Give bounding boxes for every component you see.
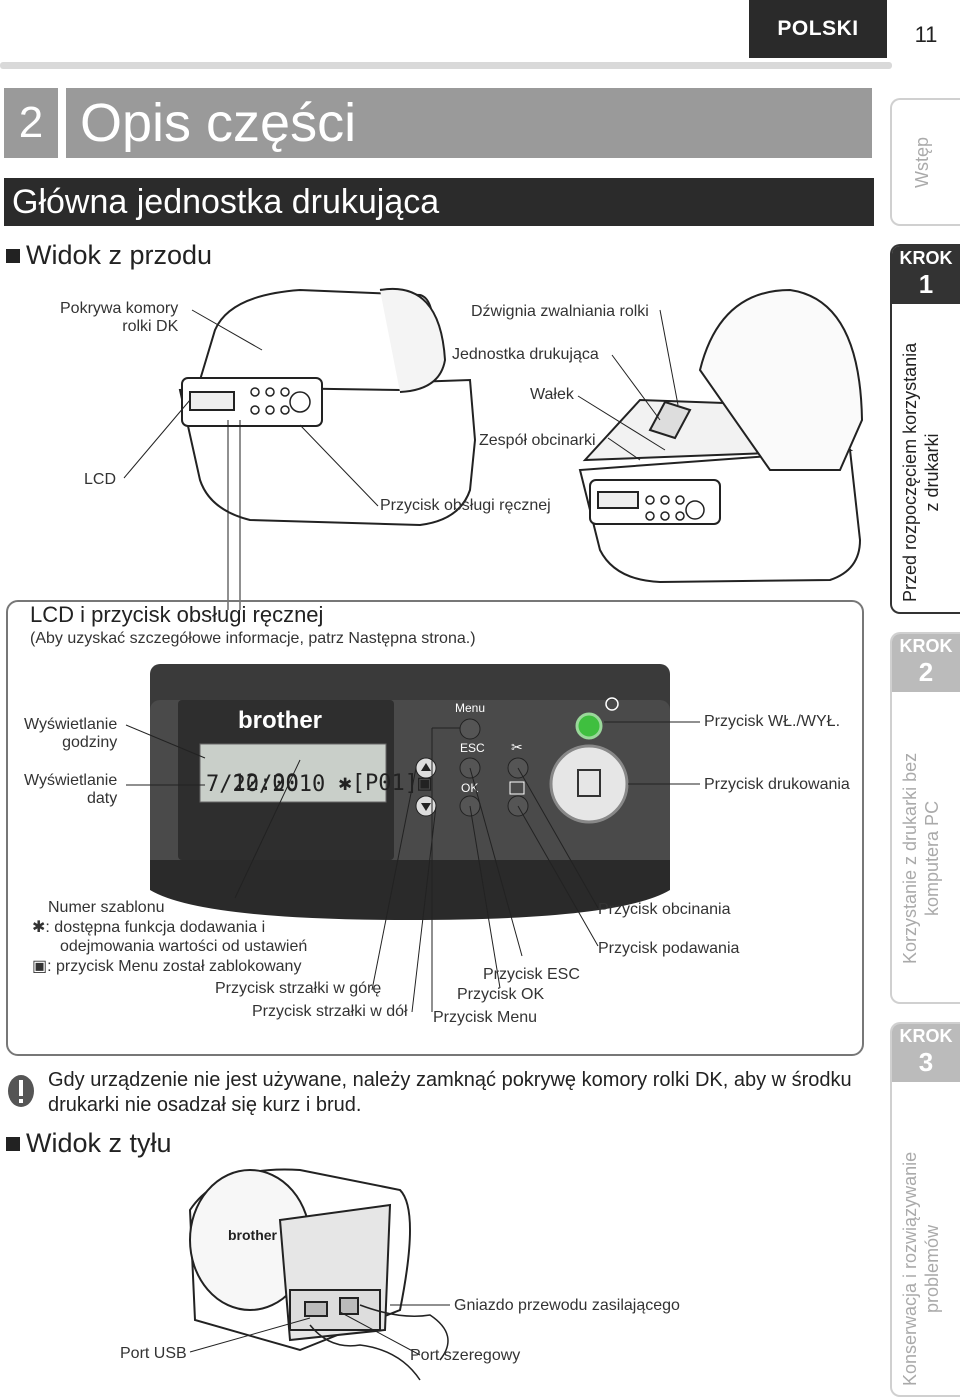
label-serial-port: Port szeregowy: [410, 1347, 521, 1364]
bullet-square-icon: [6, 1136, 20, 1151]
padlock-icon: ▣: [32, 958, 48, 975]
section-number: 2: [4, 88, 58, 158]
warning-icon: [8, 1075, 34, 1107]
lcd-line-date: 7/20/2010: [206, 772, 326, 797]
label-print-unit: Jednostka drukująca: [452, 346, 599, 363]
label-template-star-2: odejmowania wartości od ustawień: [60, 938, 308, 955]
page-number: 11: [914, 22, 938, 47]
label-up-button: Przycisk strzałki w górę: [215, 980, 382, 997]
sidebar-step-1[interactable]: KROK 1 Przed rozpoczęciem korzystania z …: [890, 244, 960, 614]
label-roller: Wałek: [530, 386, 574, 403]
language-tab: POLSKI: [749, 0, 887, 58]
dust-note: Gdy urządzenie nie jest używane, należy …: [48, 1069, 852, 1116]
label-ok-button: Przycisk OK: [457, 986, 545, 1003]
label-template-star: ✱: dostępna funkcja dodawania i: [32, 919, 266, 936]
control-panel-illustration: brother Menu ESC OK ✂: [125, 664, 700, 1013]
sidebar-step-2[interactable]: KROK 2 Korzystanie z drukarki bez komput…: [890, 632, 960, 1004]
rear-brand-text: brother: [228, 1227, 278, 1243]
label-esc-button: Przycisk ESC: [483, 966, 580, 983]
step-3-label: Konserwacja i rozwiązywanie problemów: [900, 1151, 942, 1386]
callout-subtitle: (Aby uzyskać szczegółowe informacje, pat…: [30, 630, 476, 647]
label-power-button: Przycisk WŁ./WYŁ.: [704, 713, 841, 730]
sidebar-intro-label: Wstęp: [912, 136, 932, 188]
asterisk-icon: ✱: [32, 919, 46, 936]
ok-key-label: OK: [461, 781, 478, 795]
label-time-display: Wyświetlanie godziny: [24, 716, 118, 752]
callout-title: LCD i przycisk obsługi ręcznej: [30, 602, 324, 627]
label-down-button: Przycisk strzałki w dół: [252, 1003, 408, 1020]
feed-icon: [509, 781, 525, 795]
label-template-lock: ▣: przycisk Menu został zablokowany: [32, 958, 302, 975]
label-cutter-unit: Zespół obcinarki: [479, 432, 596, 449]
lcd-callout-box: [6, 600, 864, 1056]
label-template-number: Numer szablonu: [48, 899, 165, 916]
rear-view-heading: Widok z tyłu: [6, 1128, 172, 1159]
front-view-illustration: [123, 287, 864, 610]
label-menu-button: Przycisk Menu: [433, 1009, 538, 1026]
label-power-socket: Gniazdo przewodu zasilającego: [454, 1297, 680, 1314]
label-print-button: Przycisk drukowania: [704, 776, 850, 793]
step-3-badge: KROK 3: [892, 1024, 960, 1082]
menu-key-label: Menu: [455, 701, 485, 715]
print-icon: [577, 769, 601, 797]
step-1-label: Przed rozpoczęciem korzystania z drukark…: [900, 342, 942, 602]
label-manual-button: Przycisk obsługi ręcznej: [380, 497, 551, 514]
lock-icon: ▣: [417, 771, 432, 796]
lcd-line-time: 12:00 ✱[P01]▣: [232, 771, 432, 796]
sidebar-step-3[interactable]: KROK 3 Konserwacja i rozwiązywanie probl…: [890, 1022, 960, 1397]
label-cut-button: Przycisk obcinania: [598, 901, 731, 918]
scissors-icon: ✂: [511, 740, 523, 756]
header-rule: [0, 62, 892, 69]
label-usb-port: Port USB: [120, 1345, 187, 1362]
step-2-badge: KROK 2: [892, 634, 960, 692]
esc-key-label: ESC: [460, 741, 485, 755]
step-2-label: Korzystanie z drukarki bez komputera PC: [900, 752, 942, 964]
subsection-title: Główna jednostka drukująca: [4, 178, 874, 226]
label-release-lever: Dźwignia zwalniania rolki: [471, 303, 649, 320]
label-date-display: Wyświetlanie daty: [24, 772, 118, 808]
section-title: Opis części: [66, 88, 872, 158]
brand-logo-text: brother: [238, 707, 322, 734]
label-lcd: LCD: [84, 471, 117, 488]
sidebar-intro[interactable]: Wstęp: [890, 98, 960, 226]
label-roll-cover: Pokrywa komory rolki DK: [60, 300, 179, 336]
bullet-square-icon: [6, 248, 20, 263]
power-icon: [605, 697, 619, 711]
rear-view-illustration: brother: [188, 1168, 450, 1381]
step-1-badge: KROK 1: [892, 246, 960, 304]
front-view-heading: Widok z przodu: [6, 240, 212, 271]
label-feed-button: Przycisk podawania: [598, 940, 740, 957]
